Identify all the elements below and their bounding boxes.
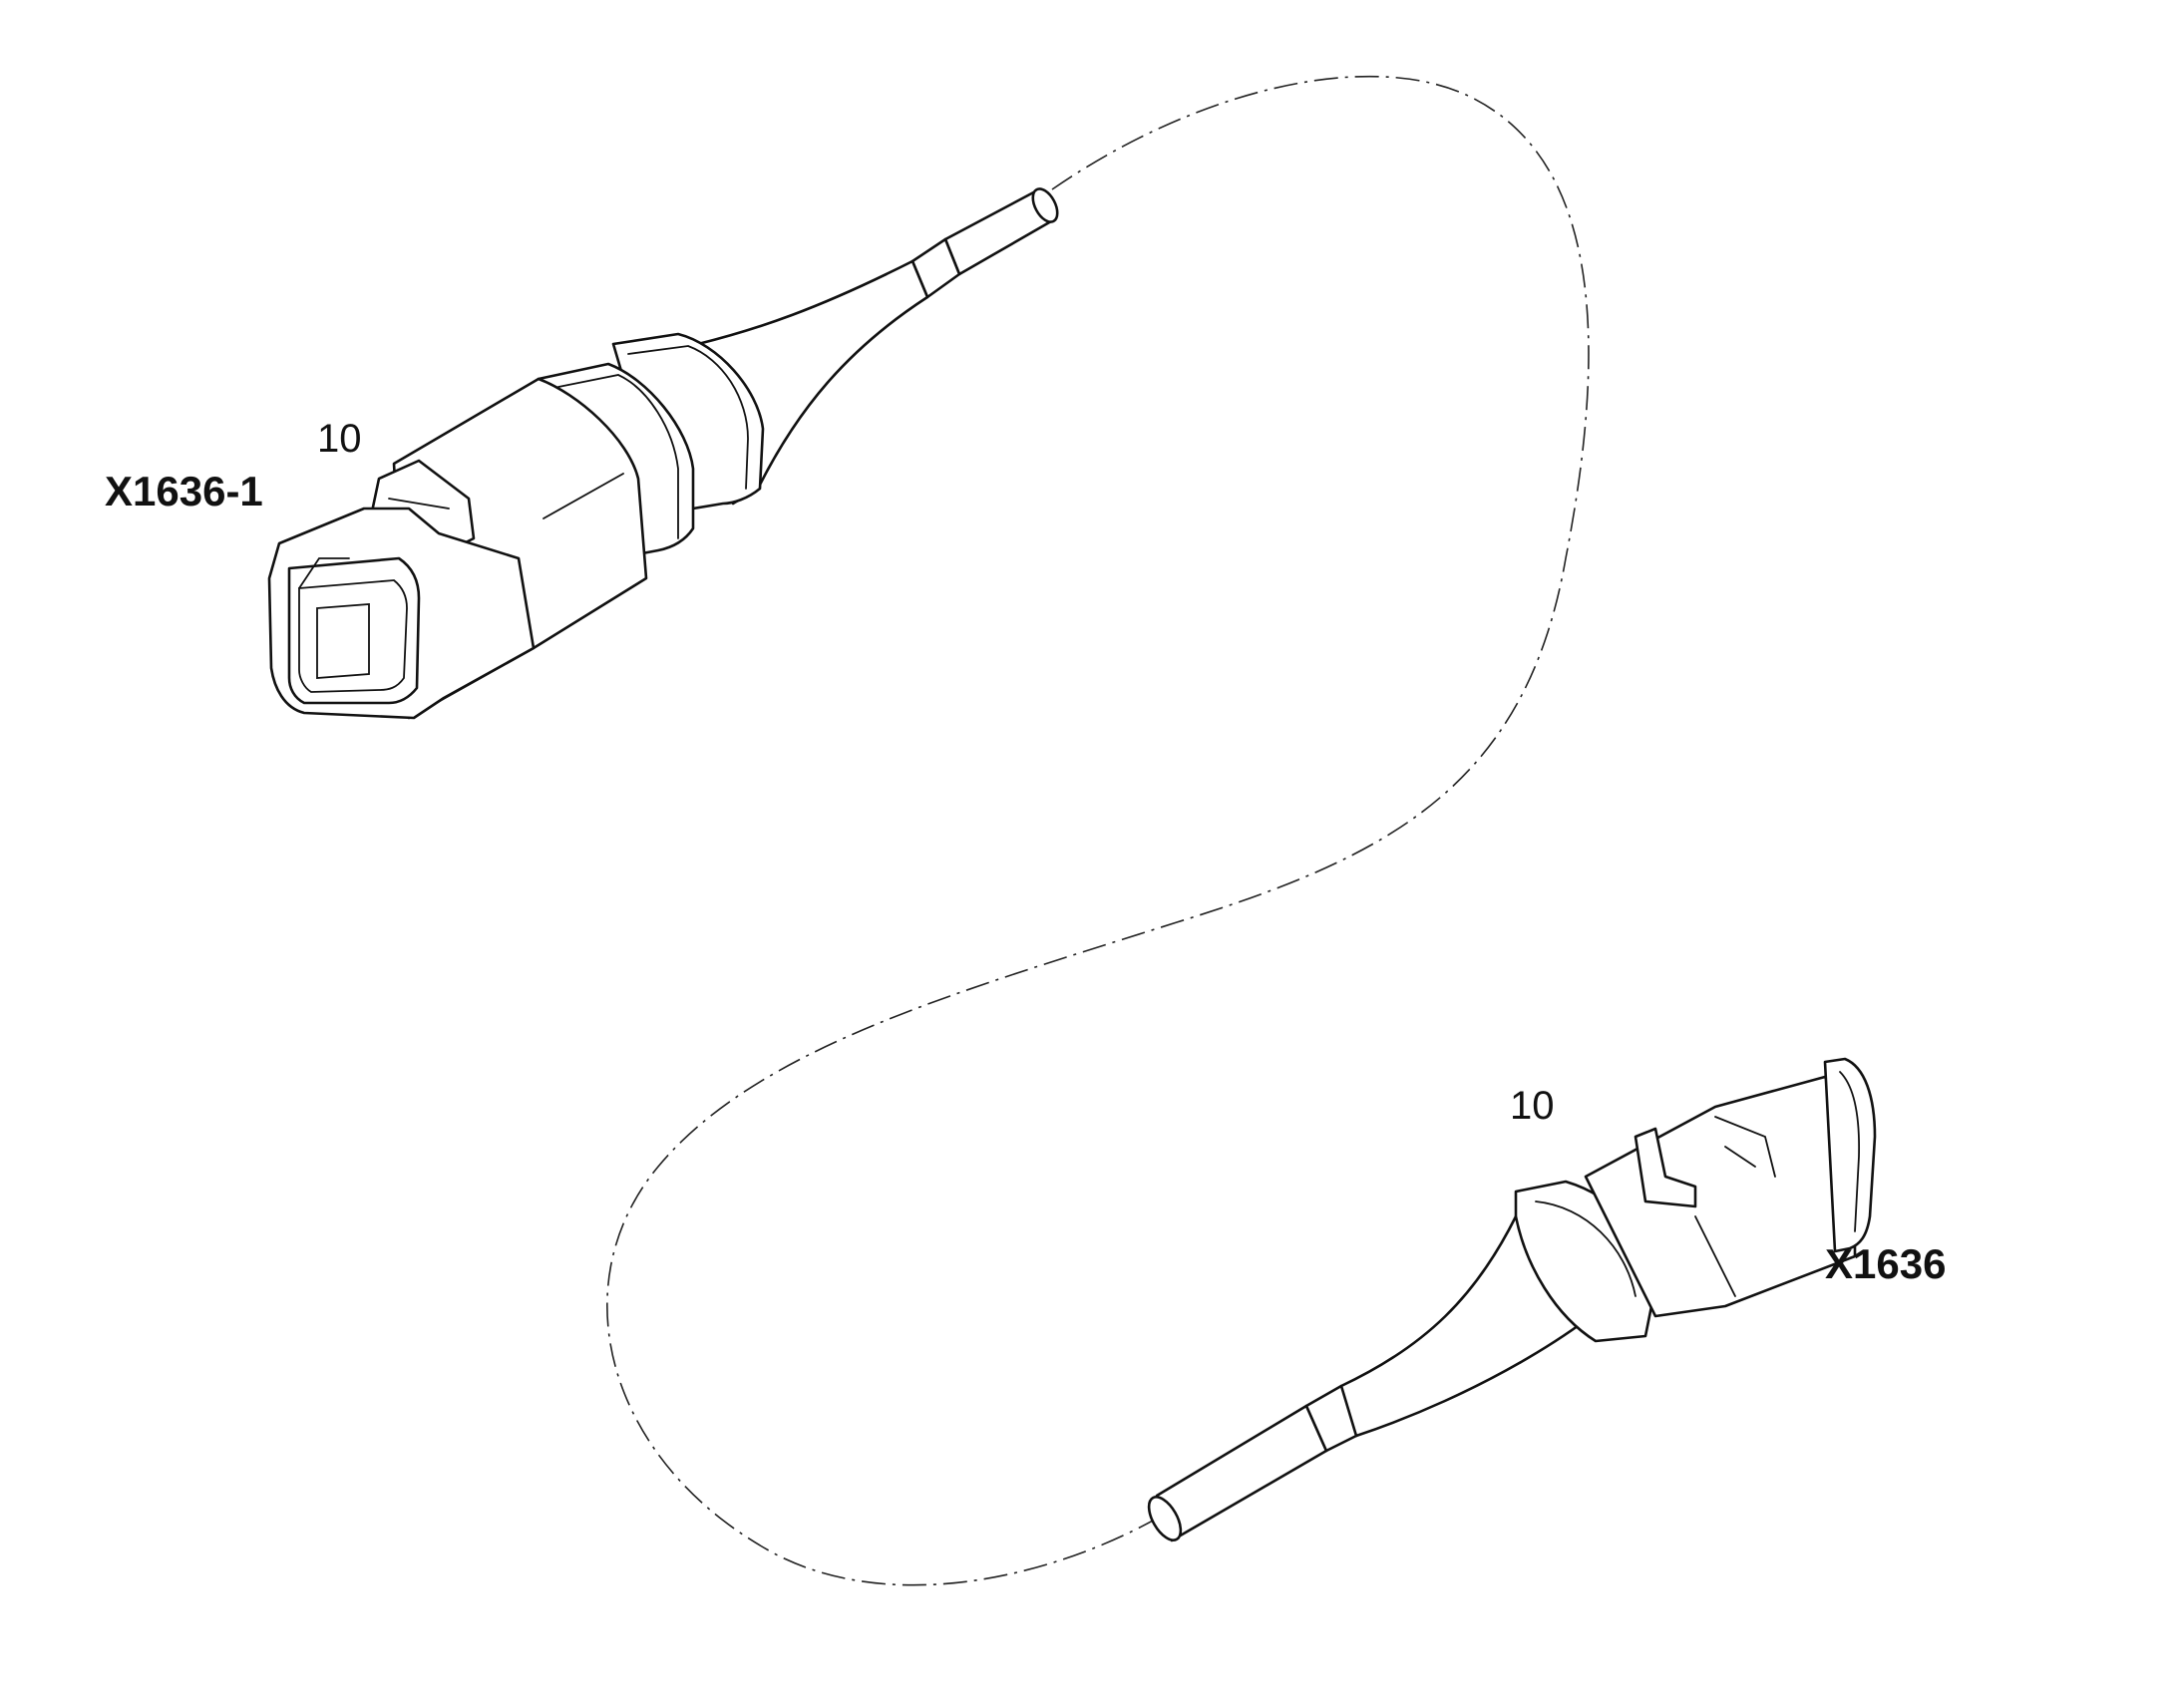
lower-cable-stub — [1155, 1404, 1328, 1542]
lower-item-number: 10 — [1510, 1084, 1555, 1128]
upper-item-number: 10 — [317, 417, 362, 461]
lower-latch — [1634, 1127, 1697, 1208]
connector-x1636-1 — [267, 187, 1059, 720]
lower-front-ring — [1823, 1057, 1877, 1253]
connector-x1636 — [1147, 1057, 1877, 1542]
cable-continuation-line — [606, 75, 1590, 1586]
lower-connector-label: X1636 — [1825, 1240, 1946, 1287]
upper-front-housing — [267, 507, 536, 720]
upper-connector-label: X1636-1 — [105, 468, 263, 514]
